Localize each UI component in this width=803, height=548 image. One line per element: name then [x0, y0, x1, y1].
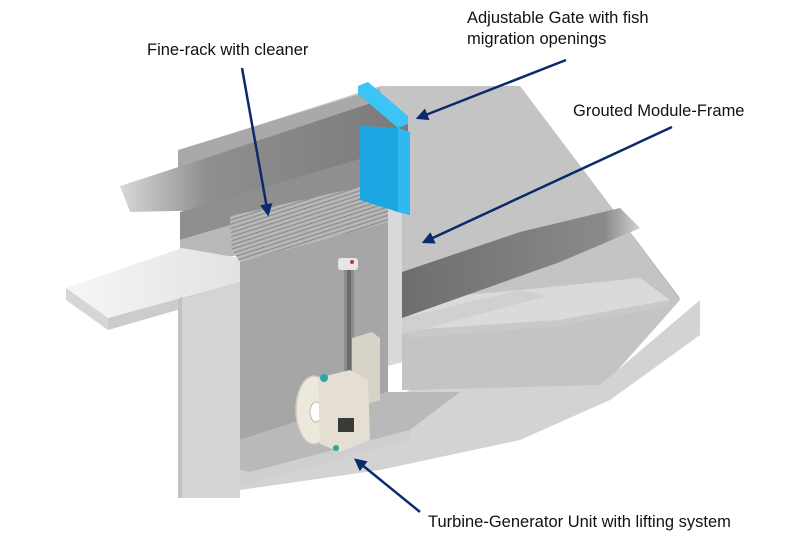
turbine-body	[318, 370, 370, 452]
shaft-bottom-ledge	[240, 430, 410, 484]
arrow-rack	[240, 67, 273, 217]
intake-slab-top	[66, 248, 240, 318]
intake-slab-edge	[66, 288, 108, 330]
hoist-head	[338, 258, 358, 270]
shaft-left-wall-front	[178, 282, 240, 498]
callout-arrows	[240, 58, 673, 513]
generator-housing	[338, 418, 354, 432]
label-adjustable-gate-line1: Adjustable Gate with fish	[467, 9, 649, 27]
gate-panel	[360, 126, 410, 215]
tailwater-channel	[402, 208, 640, 334]
arrow-turbine	[354, 458, 421, 513]
shaft-left-wall-side	[178, 296, 182, 498]
turbine-generator-unit	[295, 258, 380, 452]
label-module-frame: Grouted Module-Frame	[573, 102, 745, 120]
gate-top-flap	[358, 82, 408, 128]
fine-rack	[230, 184, 388, 262]
frame-lower-slab	[410, 278, 670, 330]
gate-panel-edge	[398, 128, 410, 215]
hoist-indicator	[350, 260, 354, 264]
label-fine-rack: Fine-rack with cleaner	[147, 41, 309, 59]
lifting-rail-inner	[347, 266, 351, 386]
headwater-surface	[120, 100, 408, 212]
arrow-gate	[415, 58, 567, 121]
turbine-accent-top	[320, 374, 328, 382]
label-turbine-generator: Turbine-Generator Unit with lifting syst…	[428, 513, 731, 531]
label-adjustable-gate: Adjustable Gate with fish migration open…	[467, 8, 649, 50]
shaft-front-pillar	[388, 196, 402, 366]
arrow-frame	[421, 125, 673, 244]
frame-lower-slab-edge	[410, 300, 670, 338]
tailwater-ledge	[402, 290, 548, 334]
tailwater-surface	[402, 208, 640, 318]
turbine-accent-bottom	[333, 445, 339, 451]
adjustable-gate	[358, 82, 410, 215]
label-adjustable-gate-line2: migration openings	[467, 30, 607, 48]
